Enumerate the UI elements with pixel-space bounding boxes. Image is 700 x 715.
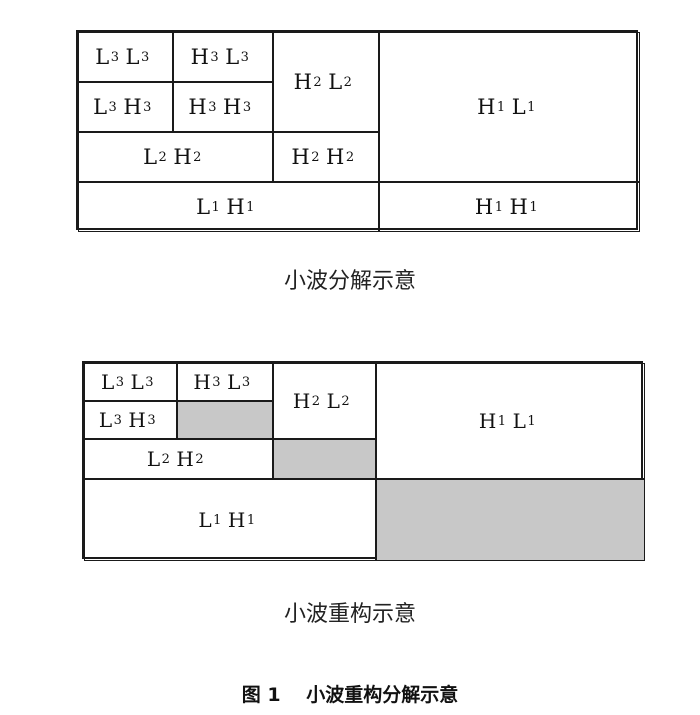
reconstruction-caption: 小波重构示意	[283, 602, 416, 627]
decomposition-caption: 小波分解示意	[283, 269, 416, 294]
figure-caption: 图 1 小波重构分解示意	[241, 684, 459, 706]
shaded-cell-h2-h2	[273, 439, 376, 479]
shaded-cell-h3-h3	[177, 401, 273, 439]
shaded-cell-h1-h1	[376, 479, 645, 561]
